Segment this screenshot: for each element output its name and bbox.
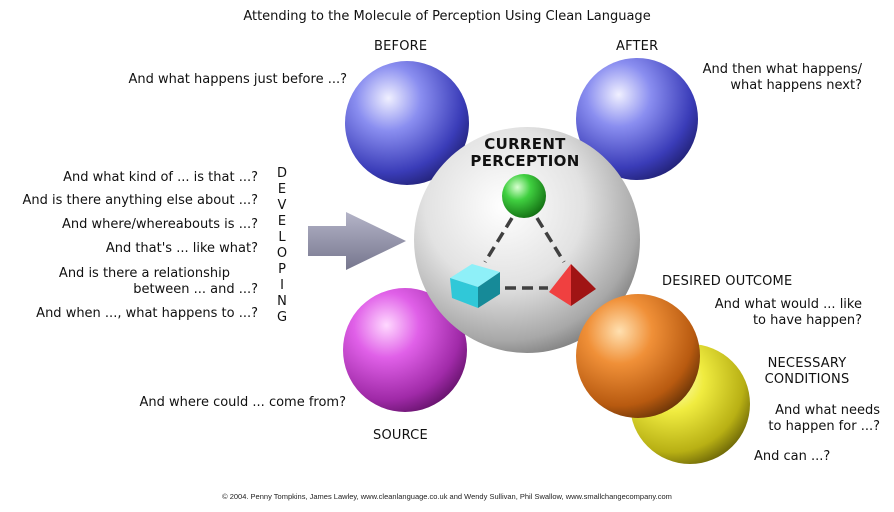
developing-question-3: And where/whereabouts is ...? [62, 217, 258, 232]
green-molecule-sphere [502, 174, 546, 218]
after-label: AFTER [616, 39, 659, 54]
necessary-conditions-question: And what needs to happen for ...? [768, 403, 880, 434]
source-sphere [343, 288, 467, 412]
desired-outcome-question: And what would ... like to have happen? [714, 297, 862, 328]
developing-vertical-label: D E V E L O P I N G [276, 166, 288, 325]
before-question: And what happens just before ...? [128, 72, 347, 87]
developing-question-4: And that's ... like what? [105, 241, 258, 256]
developing-arrow [308, 212, 406, 270]
developing-question-1: And what kind of ... is that ...? [63, 170, 258, 185]
source-label: SOURCE [373, 428, 428, 443]
before-sphere [345, 61, 469, 185]
after-question: And then what happens/ what happens next… [702, 62, 862, 93]
after-sphere [576, 58, 698, 180]
developing-question-5b: between ... and ...? [133, 282, 258, 297]
cyan-molecule-cube [450, 264, 500, 308]
developing-question-5: And is there a relationship [58, 266, 230, 281]
molecule-links [483, 217, 566, 290]
desired-outcome-sphere [576, 294, 700, 418]
source-question: And where could ... come from? [139, 395, 347, 410]
diagram-title: Attending to the Molecule of Perception … [243, 9, 651, 24]
necessary-conditions-question-2: And can ...? [754, 449, 831, 464]
copyright-notice: © 2004. Penny Tompkins, James Lawley, ww… [222, 492, 672, 501]
developing-question-2: And is there anything else about ...? [22, 193, 258, 208]
before-label: BEFORE [374, 39, 428, 54]
current-perception-label: CURRENT PERCEPTION [470, 135, 580, 170]
desired-outcome-label: DESIRED OUTCOME [662, 274, 793, 289]
red-molecule-pyramid [549, 264, 596, 306]
necessary-conditions-label: NECESSARY CONDITIONS [764, 356, 850, 387]
developing-question-6: And when ..., what happens to ...? [36, 306, 258, 321]
